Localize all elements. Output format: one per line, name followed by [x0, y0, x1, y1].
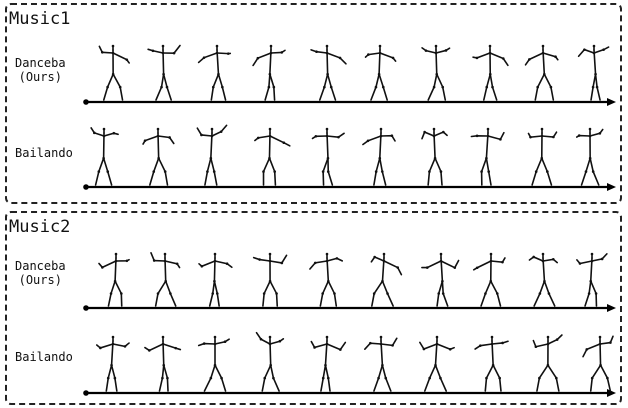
stick-figure [199, 45, 231, 100]
music1-danceba-row [83, 45, 616, 106]
stick-figure [365, 336, 397, 391]
stick-figure [311, 45, 346, 100]
stick-figure [583, 336, 613, 391]
stick-figure [420, 336, 454, 391]
stick-figure [99, 253, 129, 306]
music1-bailando-row [83, 125, 616, 191]
timeline-start-dot [83, 184, 89, 190]
stick-figure [143, 128, 174, 185]
timeline-start-dot [83, 305, 89, 311]
stick-figure [366, 45, 396, 100]
stick-figure [471, 128, 504, 185]
stick-figure [422, 45, 449, 100]
stick-figure [148, 45, 180, 100]
stick-figure [529, 253, 557, 306]
stick-figure [97, 336, 129, 391]
stick-figure [91, 128, 118, 185]
timeline-arrowhead [607, 98, 616, 106]
timeline-start-dot [83, 390, 89, 396]
stick-figure [526, 45, 558, 100]
stick-figure [363, 128, 395, 185]
timeline-arrowhead [607, 389, 616, 397]
stick-figure [197, 125, 226, 185]
stick-figure [533, 335, 562, 391]
timeline-arrowhead [607, 304, 616, 312]
stick-figure [199, 336, 229, 391]
timeline-arrowhead [607, 183, 616, 191]
stick-figure [199, 253, 232, 306]
stick-figure [577, 253, 607, 306]
stick-figure [422, 253, 459, 306]
music2-bailando-row [83, 333, 616, 397]
timeline-start-dot [83, 99, 89, 105]
stick-figure [371, 253, 401, 306]
stick-figure [475, 336, 508, 391]
stick-figure [145, 336, 180, 391]
stick-figure [311, 336, 345, 391]
stick-figure [579, 45, 609, 100]
music2-danceba-row [83, 253, 616, 312]
stick-figure [474, 253, 505, 306]
stick-figure [257, 333, 284, 391]
stick-figure [255, 128, 290, 185]
stick-figure [99, 45, 129, 100]
stick-figure [528, 128, 556, 185]
stick-figure [151, 253, 180, 306]
stick-figure [254, 253, 287, 306]
stick-figure [473, 45, 508, 100]
stick-figure [310, 253, 342, 306]
stick-figure [422, 128, 447, 185]
stick-figure [313, 128, 345, 185]
stick-figure [253, 45, 285, 100]
stick-figure [577, 128, 603, 185]
